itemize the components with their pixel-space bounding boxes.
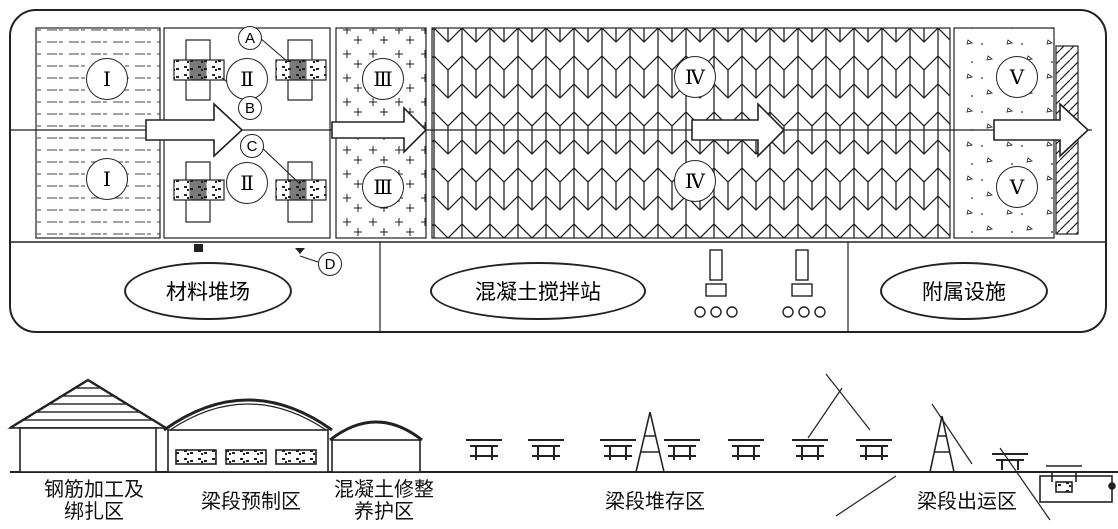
- mixing-plant-2: [782, 249, 826, 318]
- precast-area-caption: 梁段预制区: [201, 489, 301, 513]
- watermark-strokes: [807, 373, 1051, 521]
- zone-5-bottom-marker: Ⅴ: [996, 166, 1038, 208]
- flow-arrows: [145, 102, 1090, 158]
- curing-area-caption: 混凝土修整 养护区: [334, 477, 434, 523]
- marker-d: D: [318, 252, 342, 276]
- marker-c: C: [240, 134, 264, 158]
- shipping-area-caption: 梁段出运区: [917, 489, 1017, 513]
- zone-3-top-marker: Ⅲ: [362, 58, 404, 100]
- material-yard-label: 材料堆场: [124, 262, 292, 320]
- zone-2-top-marker: Ⅱ: [226, 58, 268, 100]
- rebar-area-caption: 钢筋加工及 绑扎区: [44, 477, 144, 523]
- zone-4-top-marker: Ⅳ: [674, 56, 716, 98]
- zone-1-bottom-marker: Ⅰ: [86, 158, 128, 200]
- zone-1-top-marker: Ⅰ: [86, 58, 128, 100]
- marker-a: A: [238, 26, 262, 50]
- auxiliary-facilities-label: 附属设施: [880, 262, 1048, 320]
- casting-beds: [173, 39, 327, 223]
- zone-5-top-marker: Ⅴ: [996, 56, 1038, 98]
- segment-piles: [466, 439, 1028, 470]
- marker-square: [194, 244, 203, 252]
- zone-3-bottom-marker: Ⅲ: [362, 166, 404, 208]
- mixing-plant-1: [694, 249, 738, 318]
- shipping-dock: [1039, 465, 1116, 503]
- rebar-shed: [7, 378, 169, 473]
- marker-b: B: [238, 96, 262, 120]
- curing-shed: [329, 420, 423, 473]
- precast-shed: [163, 398, 333, 473]
- zone-2-bottom-marker: Ⅱ: [226, 162, 268, 204]
- zone-4-bottom-marker: Ⅳ: [674, 160, 716, 202]
- marker-d-glyph: [295, 248, 305, 254]
- concrete-plant-label: 混凝土搅拌站: [430, 262, 646, 320]
- gantry-towers: [635, 411, 955, 473]
- storage-area-caption: 梁段堆存区: [605, 489, 705, 513]
